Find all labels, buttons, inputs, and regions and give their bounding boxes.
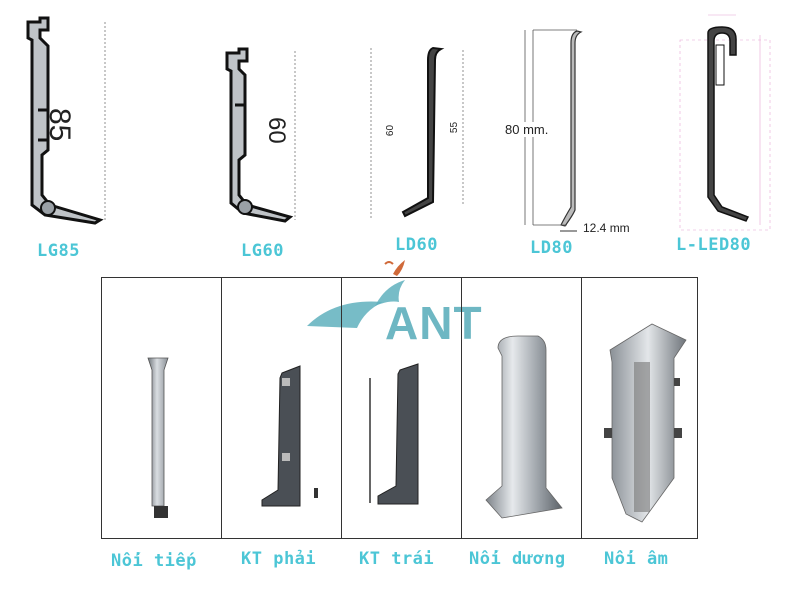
profile-ld80-label: LD80 [530, 238, 573, 258]
accessory-label-noi-duong: Nối dương [469, 549, 566, 569]
profile-lg60-drawing [225, 47, 296, 223]
profile-ld60: 60 55 [365, 40, 475, 225]
accessory-cell-kt-phai [222, 278, 342, 538]
ant-logo: ANT [305, 258, 500, 349]
profile-ld80-dim-base: 12.4 mm [583, 221, 630, 235]
accessory-cell-kt-trai [342, 278, 462, 538]
profile-lg85-dimension: 85 [43, 108, 76, 142]
profile-lg60-label: LG60 [241, 241, 284, 261]
profile-ld80: 80 mm. 12.4 mm [505, 25, 640, 240]
profile-l-led80 [678, 5, 778, 237]
profile-lg85: 85 [10, 10, 120, 225]
profile-ld60-drawing [370, 46, 464, 218]
profile-ld60-dim-left: 60 [385, 124, 397, 137]
noi-am-drawing [604, 323, 687, 523]
accessory-cell-noi-am [582, 278, 699, 538]
noi-duong-drawing [485, 335, 563, 519]
accessory-label-kt-trai: KT trái [359, 549, 435, 569]
accessories-grid [101, 277, 698, 539]
accessory-label-noi-tiep: Nối tiếp [111, 551, 197, 571]
profile-ld60-label: LD60 [395, 235, 438, 255]
kt-phai-drawing [261, 365, 318, 507]
profile-lg85-drawing [26, 16, 106, 225]
profile-lg60: 60 [215, 45, 325, 225]
accessory-cell-noi-duong [462, 278, 582, 538]
profile-l-led80-label: L-LED80 [676, 235, 752, 255]
profile-lg60-dimension: 60 [263, 117, 290, 144]
ant-logo-text: ANT [385, 297, 483, 349]
profile-l-led80-drawing [679, 14, 771, 231]
ant-logo-icon [307, 260, 405, 328]
kt-trai-drawing [369, 363, 419, 505]
accessory-cell-noi-tiep [102, 278, 222, 538]
profile-lg85-label: LG85 [37, 241, 80, 261]
accessory-label-noi-am: Nối âm [604, 549, 669, 569]
noi-tiep-drawing [147, 357, 169, 518]
profile-ld60-dim-right: 55 [449, 121, 461, 134]
profile-ld80-dim-height: 80 mm. [505, 122, 549, 137]
accessory-label-kt-phai: KT phải [241, 549, 317, 569]
